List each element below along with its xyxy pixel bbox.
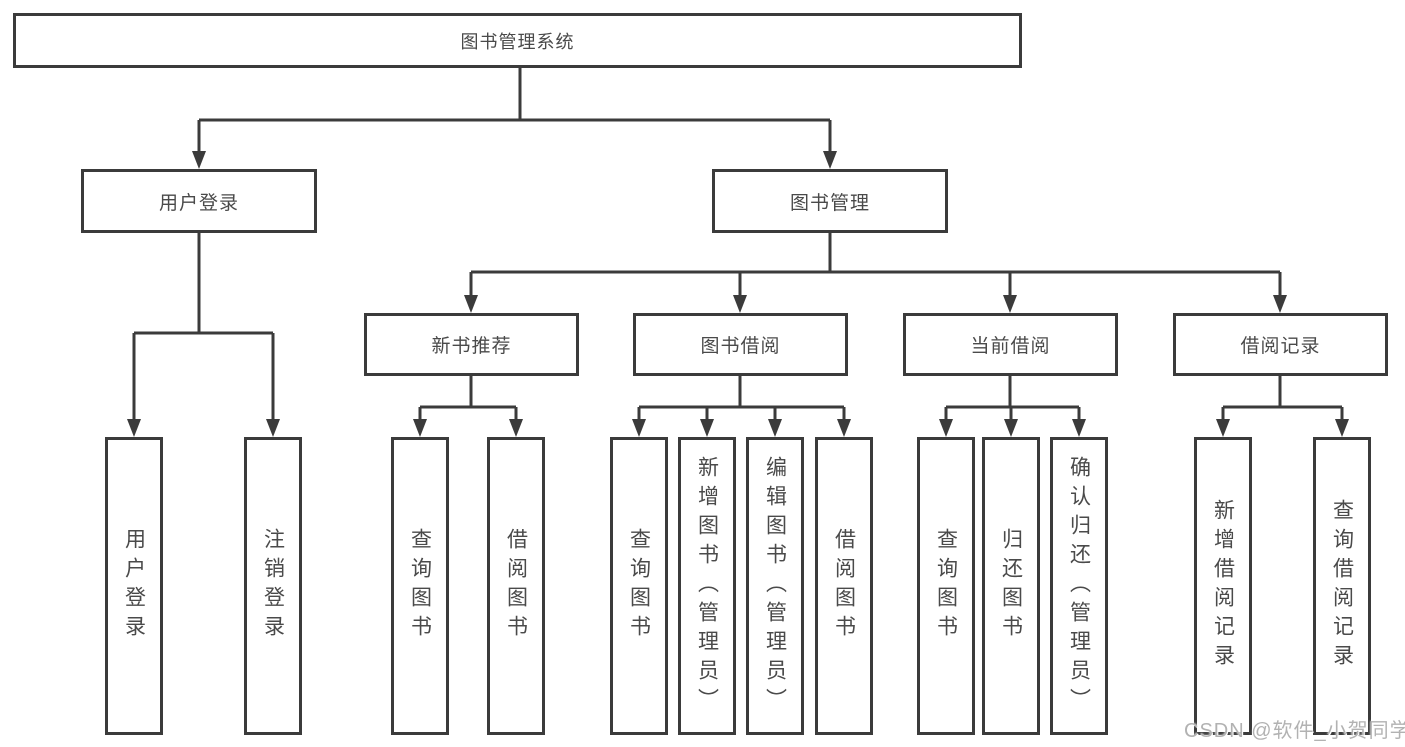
leaf-label: 借阅图书 [832, 528, 856, 644]
leaf-borrow-books: 借阅图书 [815, 437, 873, 735]
leaf-add-borrow-record: 新增借阅记录 [1194, 437, 1252, 735]
leaf-query-books-current: 查询图书 [917, 437, 975, 735]
leaf-label: 查询图书 [627, 528, 651, 644]
leaf-edit-book-admin: 编辑图书（管理员） [746, 437, 804, 735]
leaf-label: 借阅图书 [504, 528, 528, 644]
node-user-login: 用户登录 [81, 169, 317, 233]
leaf-add-book-admin: 新增图书（管理员） [678, 437, 736, 735]
leaf-label: 确认归还（管理员） [1067, 455, 1091, 717]
leaf-query-borrow-record: 查询借阅记录 [1313, 437, 1371, 735]
leaf-label: 编辑图书（管理员） [763, 455, 787, 717]
leaf-query-books-borrow: 查询图书 [610, 437, 668, 735]
leaf-label: 查询图书 [408, 528, 432, 644]
leaf-borrow-books-recommend: 借阅图书 [487, 437, 545, 735]
watermark: CSDN @软件_小贺同学 [1184, 720, 1405, 742]
leaf-logout: 注销登录 [244, 437, 302, 735]
leaf-query-books-recommend: 查询图书 [391, 437, 449, 735]
leaf-label: 查询图书 [934, 528, 958, 644]
leaf-label: 查询借阅记录 [1330, 499, 1354, 673]
node-new-book-recommend: 新书推荐 [364, 313, 579, 376]
leaf-confirm-return-admin: 确认归还（管理员） [1050, 437, 1108, 735]
leaf-label: 用户登录 [122, 528, 146, 644]
leaf-label: 归还图书 [999, 528, 1023, 644]
leaf-label: 新增借阅记录 [1211, 499, 1235, 673]
leaf-label: 新增图书（管理员） [695, 455, 719, 717]
leaf-label: 注销登录 [261, 528, 285, 644]
leaf-user-login: 用户登录 [105, 437, 163, 735]
leaf-return-books: 归还图书 [982, 437, 1040, 735]
node-borrow-records: 借阅记录 [1173, 313, 1388, 376]
node-book-management: 图书管理 [712, 169, 948, 233]
node-current-borrow: 当前借阅 [903, 313, 1118, 376]
node-book-borrow: 图书借阅 [633, 313, 848, 376]
node-root: 图书管理系统 [13, 13, 1022, 68]
